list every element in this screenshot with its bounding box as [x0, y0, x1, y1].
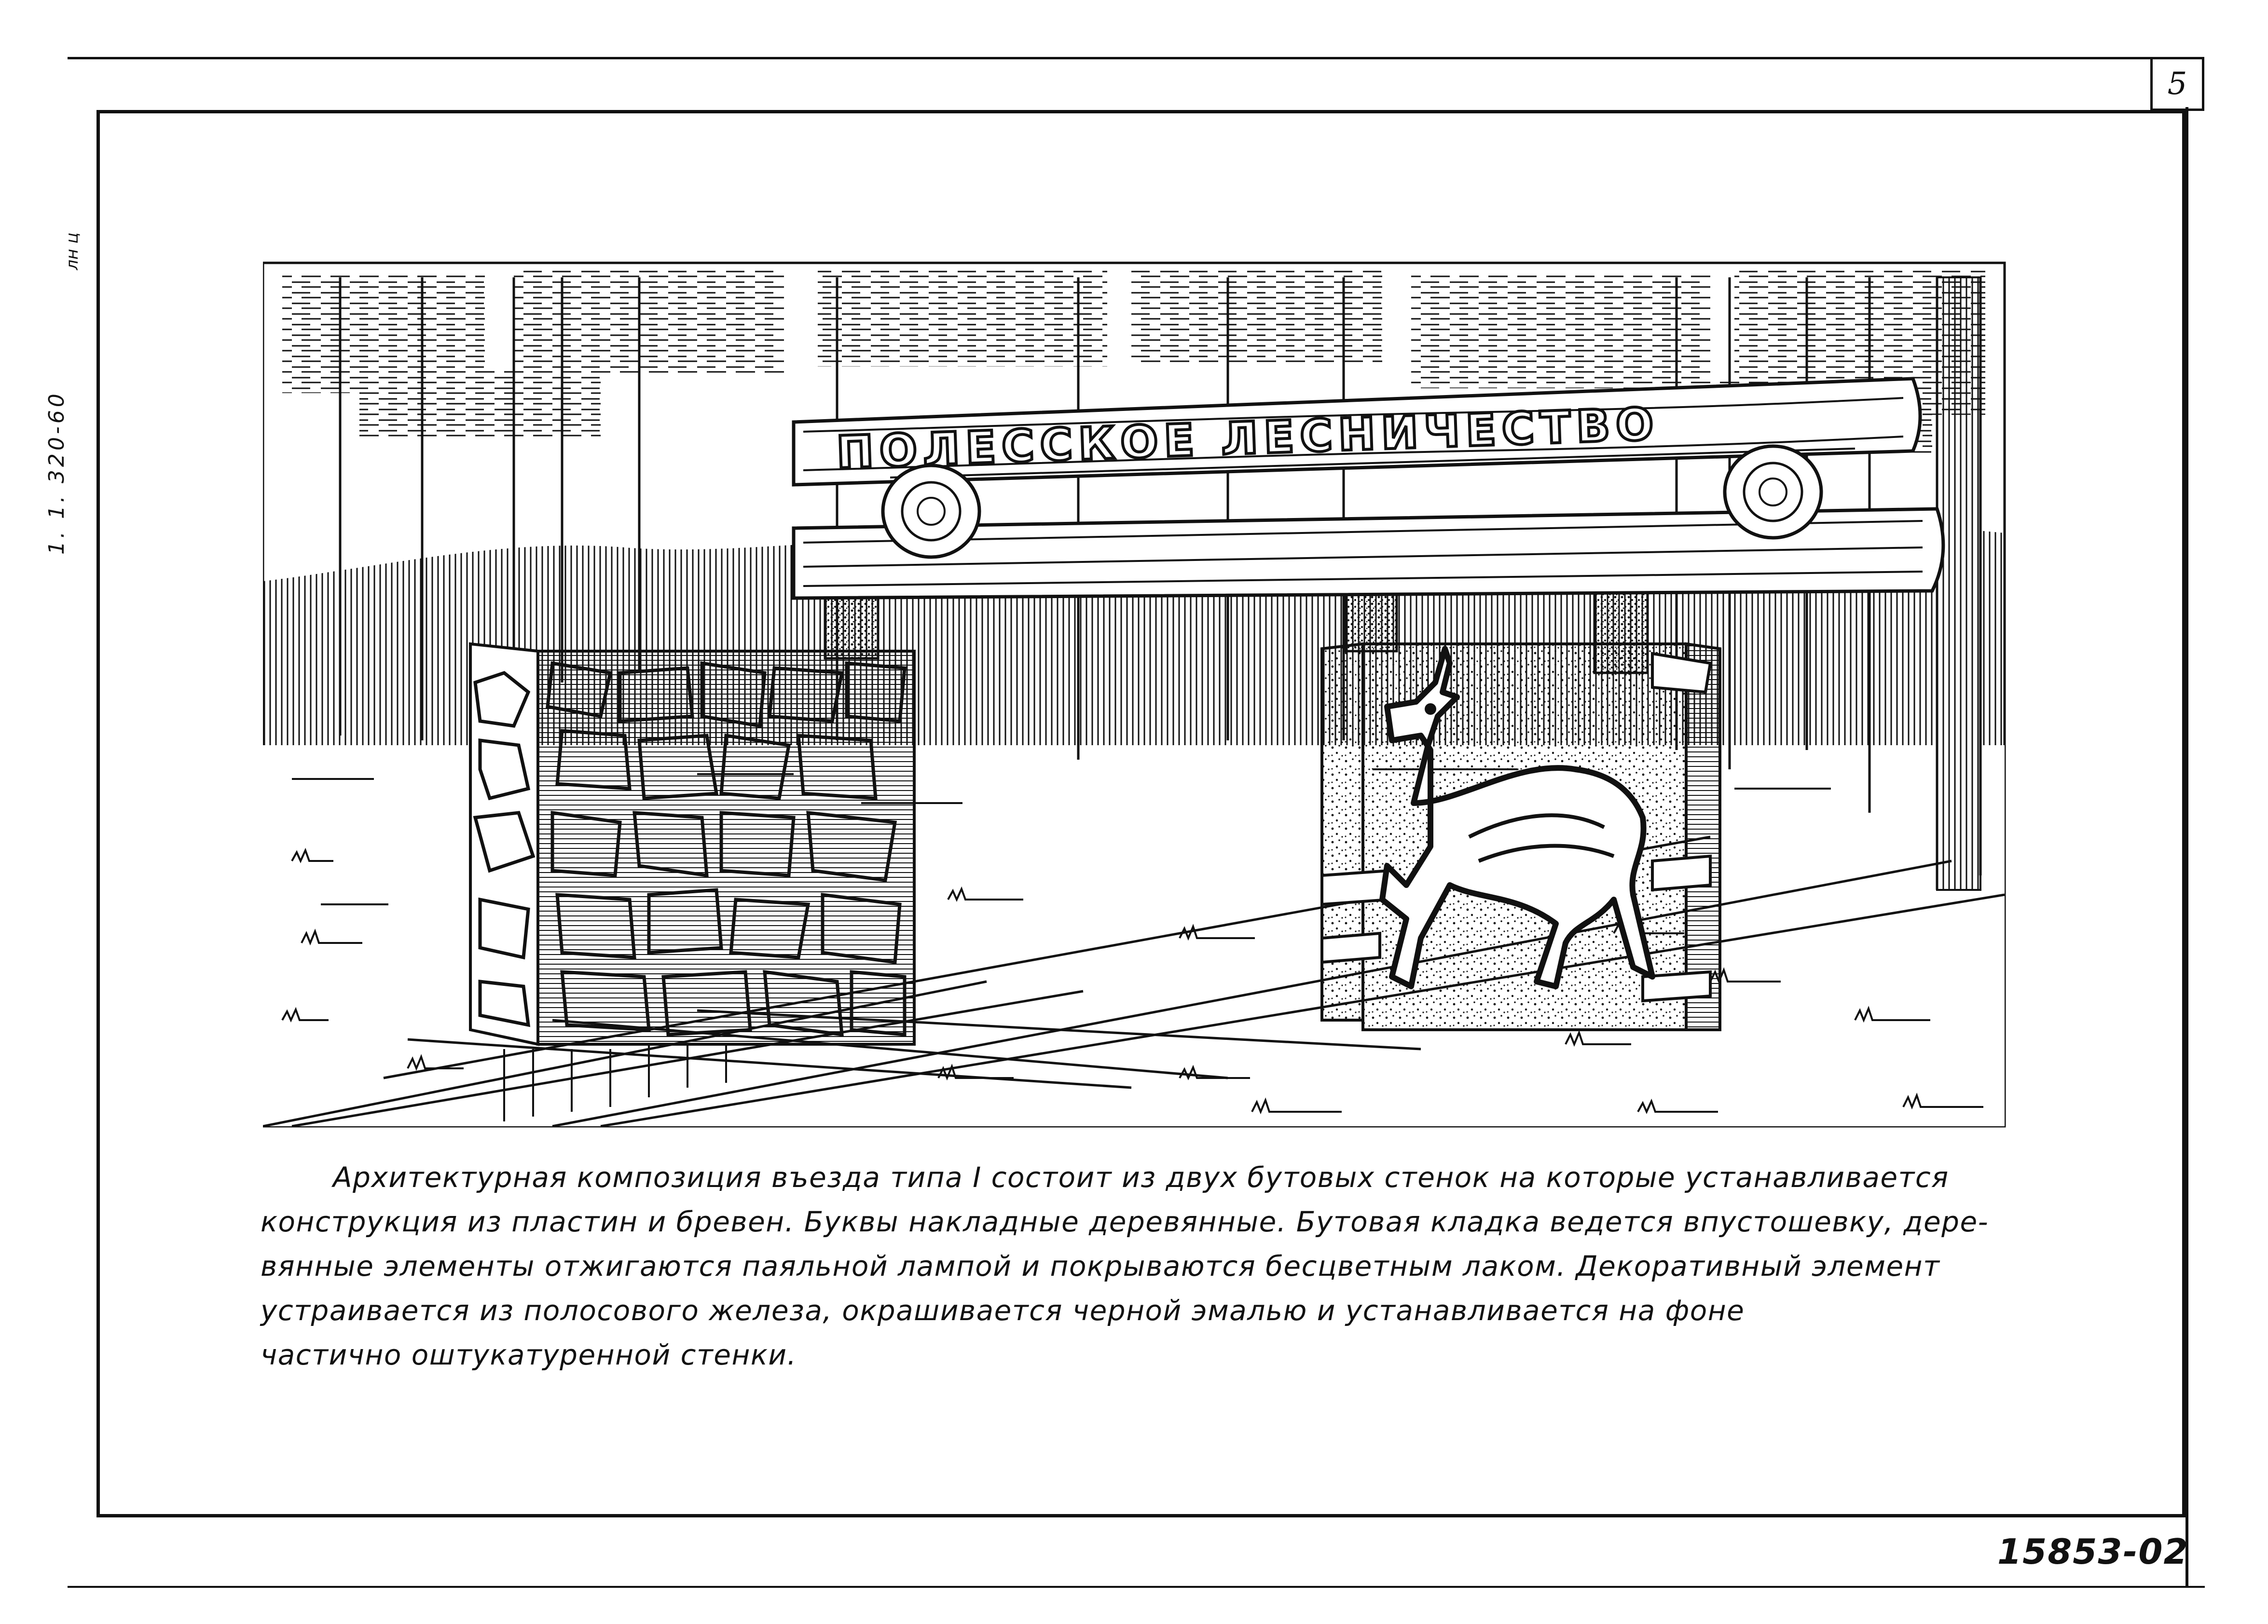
caption-line: частично оштукатуренной стенки. [261, 1338, 797, 1371]
caption: Архитектурная композиция въезда типа I с… [261, 1155, 2026, 1377]
right-border [2186, 107, 2188, 1588]
side-mark: лн ц [63, 232, 82, 270]
caption-line: конструкция из пластин и бревен. Буквы н… [261, 1205, 1989, 1238]
deer-decoration [1379, 646, 1655, 989]
reflection-lines [503, 1044, 727, 1121]
stone-wall-left [469, 642, 916, 1046]
stone-wall-right [1320, 642, 1721, 1031]
top-rule [68, 57, 2190, 59]
entrance-drawing: ПОЛЕССКОЕ ЛЕСНИЧЕСТВО [263, 261, 2006, 1128]
side-code: 1. 1. 320-60 [44, 391, 69, 555]
page-number-text: 5 [2167, 66, 2187, 102]
sheet-frame [96, 110, 2186, 1517]
bottom-rule [68, 1586, 2205, 1588]
document-number: 15853-02 [1997, 1531, 2189, 1572]
caption-line: устраивается из полосового железа, окраш… [261, 1294, 1745, 1327]
caption-line: вянные элементы отжигаются паяльной ламп… [261, 1250, 1940, 1283]
wooden-arch: ПОЛЕССКОЕ ЛЕСНИЧЕСТВО [792, 377, 1945, 600]
caption-line: Архитектурная композиция въезда типа I с… [333, 1161, 1949, 1194]
page-number: 5 [2150, 57, 2204, 111]
